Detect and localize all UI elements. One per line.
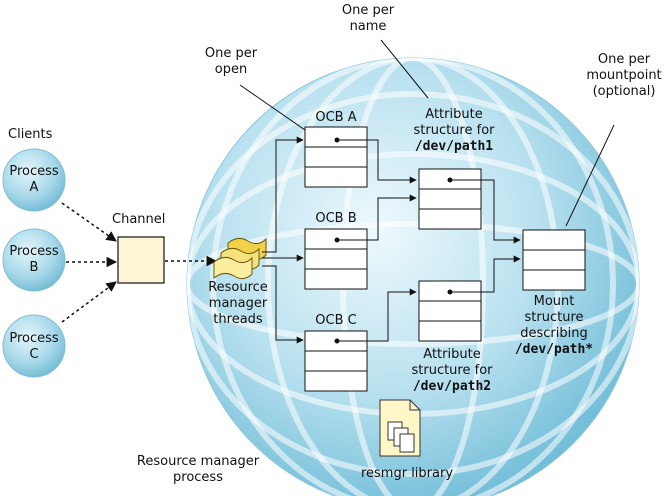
client-to-channel-arrows: [61, 202, 218, 323]
ocb-to-attribute-connectors: [339, 139, 521, 342]
attribute-structure-path2: [418, 280, 482, 342]
attribute-structure-path1: [418, 168, 482, 230]
clients-label: Clients: [8, 127, 53, 142]
resmgr-library-label: resmgr library: [360, 466, 454, 481]
channel-label: Channel: [112, 212, 166, 227]
threads-icon: [213, 237, 267, 280]
ocb-a-label: OCB A: [315, 110, 357, 125]
ocb-c-structure: [304, 330, 368, 392]
ocb-a-structure: [304, 126, 368, 188]
ocb-c-label: OCB C: [315, 313, 357, 328]
library-documents-icon: [379, 399, 421, 457]
callout-lines: [239, 39, 615, 227]
process-c-ball: [2, 314, 66, 378]
ocb-b-label: OCB B: [315, 211, 357, 226]
mount-structure: [522, 229, 586, 291]
thread-to-ocb-connectors: [262, 136, 304, 344]
process-a-ball: [2, 148, 66, 212]
ocb-b-structure: [304, 228, 368, 290]
process-b-ball: [2, 228, 66, 292]
resource-manager-sphere: [186, 57, 640, 496]
channel-box: [117, 236, 165, 284]
